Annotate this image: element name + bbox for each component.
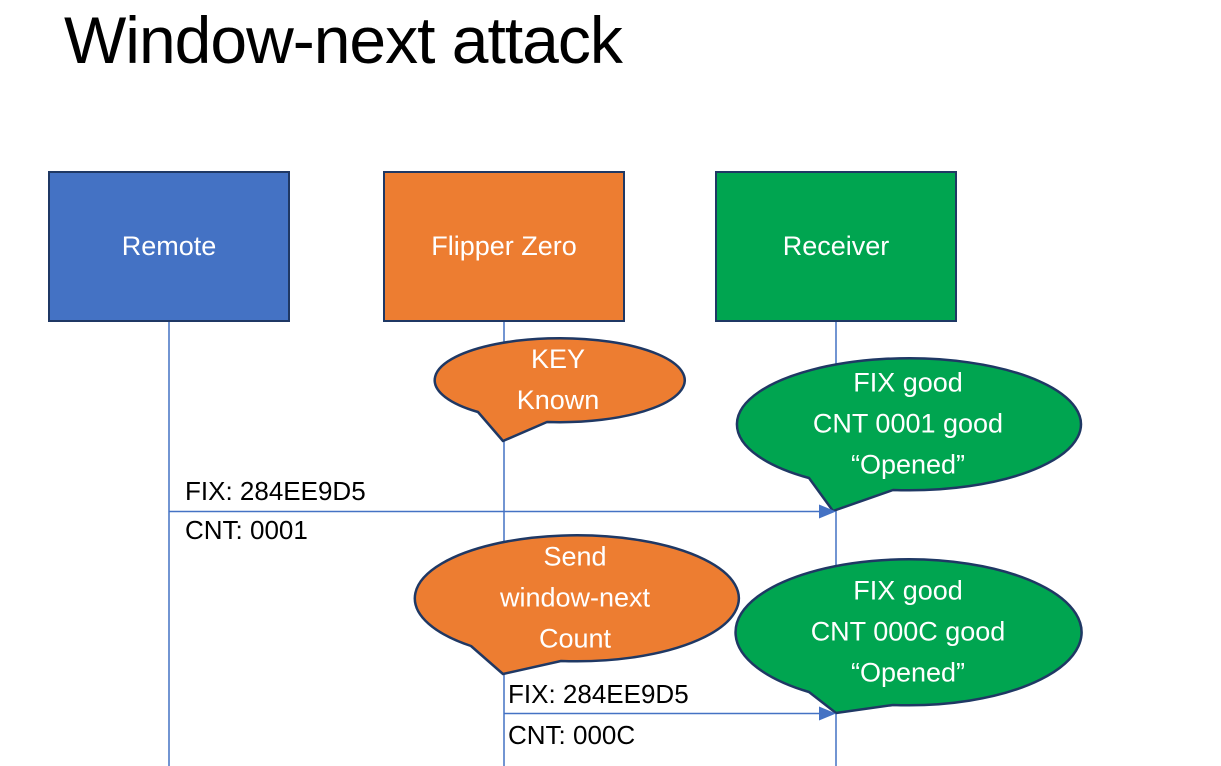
actor-box-remote: Remote [48, 171, 290, 322]
callout-bubble-opened-1 [735, 357, 1083, 513]
callout-line: KEY [530, 344, 586, 374]
callout-text-opened-1: FIX good CNT 0001 good “Opened” [813, 363, 1003, 486]
actor-label-receiver: Receiver [782, 231, 890, 261]
callout-bubble-opened-2 [734, 558, 1083, 715]
callout-text-key-known: KEY Known [517, 339, 600, 421]
callout-line: “Opened” [850, 657, 966, 688]
callout-line: Count [538, 623, 612, 654]
callout-line: CNT 0001 good [812, 408, 1004, 439]
actor-label-remote: Remote [121, 231, 217, 261]
callout-text-opened-2: FIX good CNT 000C good “Opened” [811, 571, 1006, 694]
callout-bubble-key-known [433, 336, 686, 443]
slide-title: Window-next attack [64, 3, 623, 77]
arrowhead-icon-2 [819, 706, 836, 721]
actor-box-receiver: Receiver [715, 171, 957, 322]
callout-text-send-window-next: Send window-next Count [500, 537, 650, 660]
callout-line: window-next [499, 582, 651, 613]
callout-line: FIX good [853, 575, 963, 606]
message-2-cnt-label: CNT: 000C [508, 720, 636, 750]
callout-line: Send [543, 541, 607, 572]
callout-line: CNT 000C good [810, 616, 1006, 647]
callout-line: “Opened” [850, 449, 966, 480]
actor-label-flipper-zero: Flipper Zero [431, 231, 577, 261]
callout-bubble-send-window-next [413, 534, 741, 676]
message-2-fix-label: FIX: 284EE9D5 [508, 679, 689, 709]
arrowhead-icon-1 [819, 504, 836, 519]
callout-line: FIX good [853, 367, 963, 398]
actor-box-flipper-zero: Flipper Zero [383, 171, 625, 322]
message-1-cnt-label: CNT: 0001 [185, 515, 308, 545]
callout-line: Known [516, 385, 600, 415]
message-1-fix-label: FIX: 284EE9D5 [185, 476, 366, 506]
